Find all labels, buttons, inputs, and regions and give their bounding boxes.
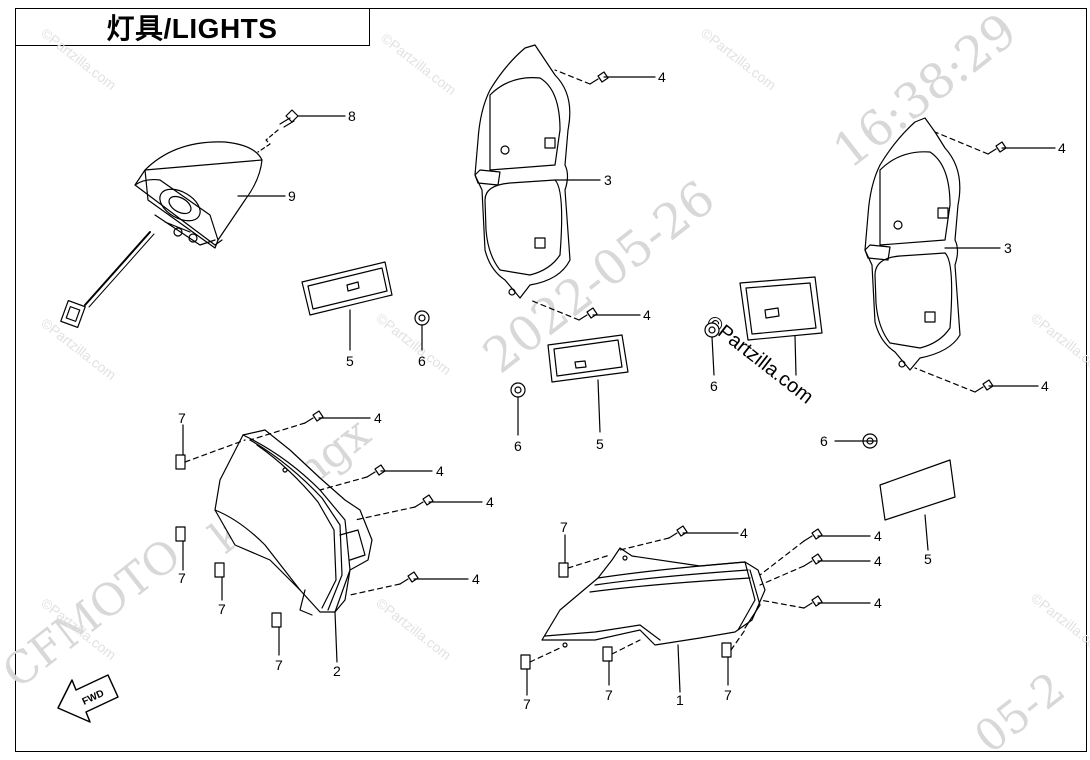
- screw-8: [279, 109, 299, 128]
- clip-7-e: [558, 562, 569, 578]
- reflector-right-middle: [739, 276, 823, 341]
- clip-7-c: [214, 562, 225, 578]
- clip-7-f: [520, 654, 531, 670]
- callout-6-c: 6: [710, 378, 718, 394]
- watermark-site-9: ©Partzilla.com: [1028, 590, 1090, 658]
- callout-4-a: 4: [658, 69, 666, 85]
- nut-6-left: [414, 310, 430, 326]
- rear-light-right: [864, 117, 961, 371]
- callout-5-c: 5: [924, 551, 932, 567]
- diagram-frame: [15, 8, 1087, 752]
- callout-4-f: 4: [436, 463, 444, 479]
- callout-4-h: 4: [472, 571, 480, 587]
- clip-7-d: [271, 612, 282, 628]
- screw-4-k: [803, 553, 823, 567]
- callout-4-c: 4: [1058, 140, 1066, 156]
- watermark-site-8: ©Partzilla.com: [373, 595, 454, 663]
- callout-4-d: 4: [1041, 378, 1049, 394]
- license-plate-light: [60, 141, 263, 329]
- clip-7-a: [175, 454, 186, 470]
- screw-4-a: [589, 71, 609, 85]
- assembly-lines: [184, 69, 989, 663]
- reflector-left: [301, 261, 393, 316]
- callout-4-b: 4: [643, 307, 651, 323]
- callout-6-d: 6: [820, 433, 828, 449]
- callout-5-a: 5: [346, 353, 354, 369]
- callout-numbers: 8 9 4 3 4 4 3 4 5 6 5 6 6 6 5 4 4 4 4 4 …: [178, 69, 1066, 712]
- callout-2: 2: [333, 663, 341, 679]
- reflector-center: [547, 334, 629, 383]
- callout-4-e: 4: [374, 410, 382, 426]
- watermark-corner: 05-2: [965, 663, 1074, 760]
- nut-6-right-middle: [704, 322, 720, 338]
- callout-4-k: 4: [874, 553, 882, 569]
- callout-3-a: 3: [604, 172, 612, 188]
- callout-4-l: 4: [874, 595, 882, 611]
- watermark-site-2: ©Partzilla.com: [378, 30, 459, 98]
- rear-light-center: [474, 44, 571, 299]
- clip-7-b: [175, 526, 186, 542]
- watermark-site-5: ©Partzilla.com: [373, 310, 454, 378]
- callout-6-b: 6: [514, 438, 522, 454]
- callout-7-d: 7: [275, 657, 283, 673]
- watermark-site-6: ©Partzilla.com: [1028, 310, 1090, 378]
- callout-9: 9: [288, 188, 296, 204]
- callout-1: 1: [676, 692, 684, 708]
- callout-6-a: 6: [418, 353, 426, 369]
- clip-7-g: [602, 646, 613, 662]
- leader-screw-8: [257, 129, 279, 153]
- title-box: 灯具/LIGHTS: [15, 8, 370, 46]
- callout-7-f: 7: [523, 696, 531, 712]
- callout-4-g: 4: [486, 494, 494, 510]
- diagram-title: 灯具/LIGHTS: [106, 12, 278, 44]
- callout-7-b: 7: [178, 570, 186, 586]
- headlight-right: [541, 547, 766, 648]
- screw-4-l: [803, 595, 823, 609]
- screw-4-j: [803, 528, 823, 542]
- reflector-bottom-right: [879, 459, 956, 521]
- screw-4-e: [304, 410, 324, 424]
- leader-lines: [182, 76, 1056, 696]
- callout-8: 8: [348, 108, 356, 124]
- screw-4-h: [399, 571, 419, 585]
- callout-7-g: 7: [605, 687, 613, 703]
- headlight-left: [214, 429, 373, 616]
- fwd-arrow-icon: [57, 674, 119, 723]
- clip-7-h: [721, 642, 732, 658]
- callout-5-b: 5: [596, 436, 604, 452]
- callout-4-i: 4: [740, 525, 748, 541]
- screw-4-g: [414, 494, 434, 508]
- callout-4-j: 4: [874, 528, 882, 544]
- screw-4-i: [668, 525, 688, 539]
- watermark-site-1: ©Partzilla.com: [38, 25, 119, 93]
- callout-7-h: 7: [724, 687, 732, 703]
- watermark-brand: CFMOTO: [0, 529, 191, 699]
- callout-7-a: 7: [178, 410, 186, 426]
- callout-3-b: 3: [1004, 240, 1012, 256]
- watermark-site-3: ©Partzilla.com: [698, 25, 779, 93]
- callout-7-e: 7: [560, 519, 568, 535]
- nut-6-center: [510, 382, 526, 398]
- callout-7-c: 7: [218, 601, 226, 617]
